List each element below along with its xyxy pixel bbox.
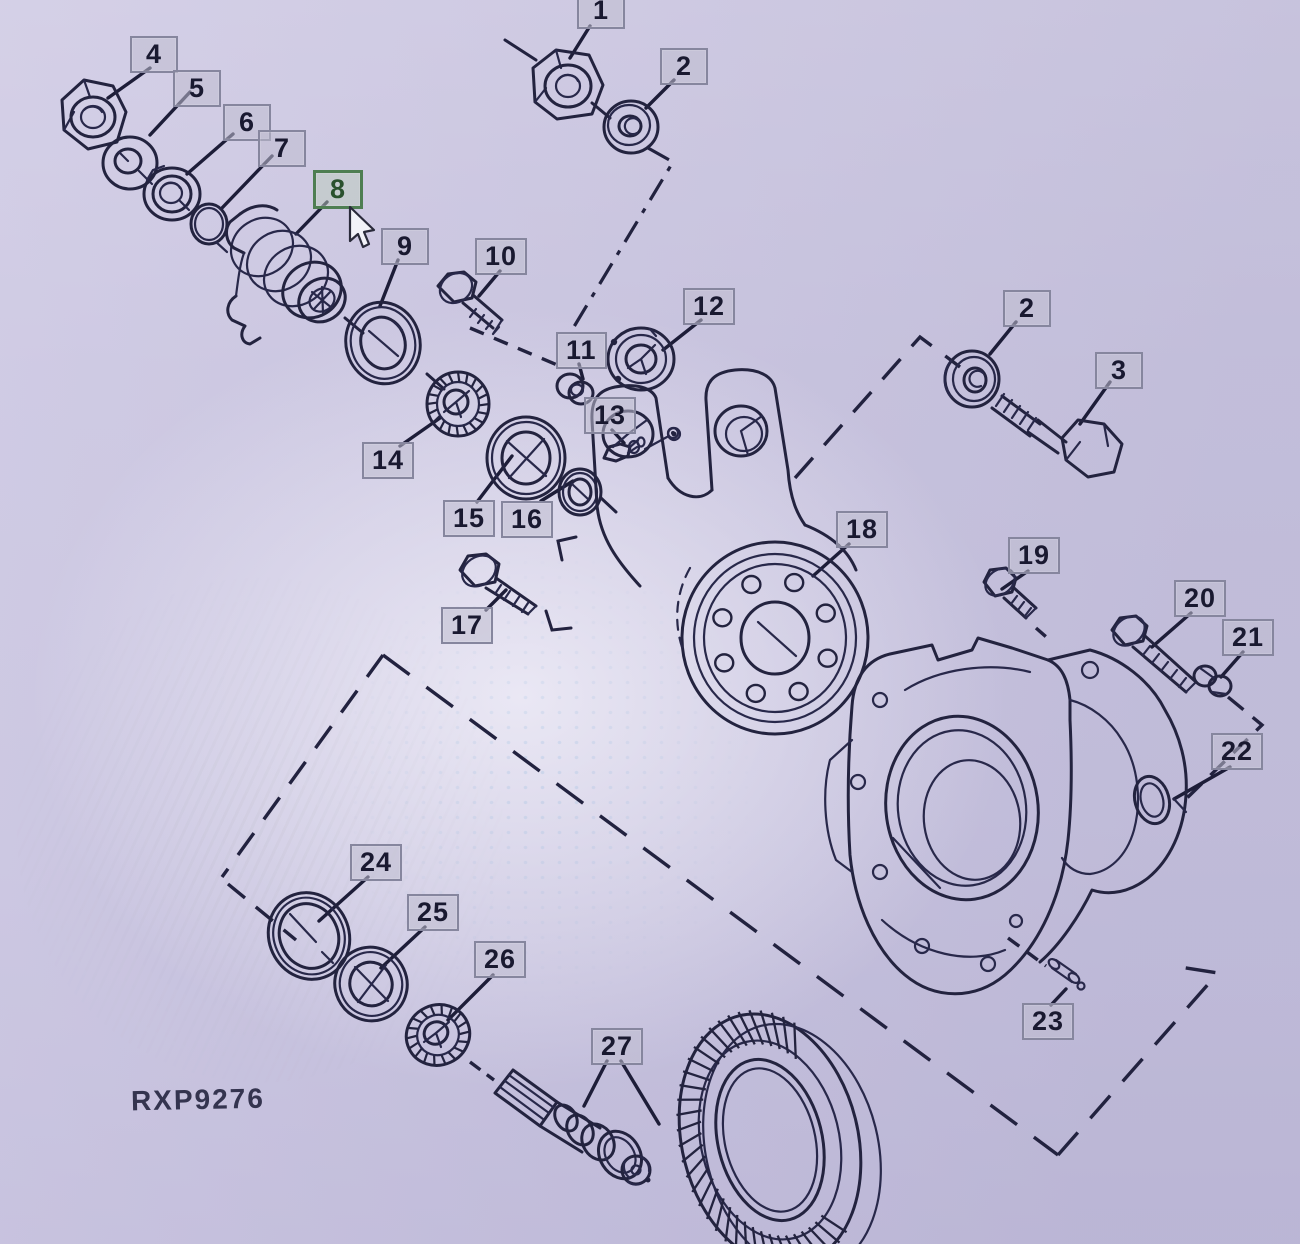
callout-1[interactable]: 1 (577, 0, 625, 29)
part-bearing-cone-14 (425, 370, 491, 438)
callout-18[interactable]: 18 (836, 511, 889, 548)
part-ring-24 (266, 891, 352, 981)
part-yoke-8 (225, 204, 347, 346)
part-bushing-11 (555, 372, 595, 406)
callout-14[interactable]: 14 (362, 442, 415, 479)
figure-code: RXP9276 (130, 1082, 266, 1117)
callout-2[interactable]: 2 (1003, 290, 1051, 327)
part-pinion-shaft-27 (493, 1068, 652, 1186)
callout-9[interactable]: 9 (381, 228, 429, 265)
part-diff-housing-22 (824, 636, 1188, 996)
callout-12[interactable]: 12 (683, 288, 736, 325)
part-bearing-cone-26 (404, 1003, 472, 1067)
part-plug-21 (1192, 664, 1233, 698)
part-locknut-6 (142, 164, 202, 222)
part-bearing-cup-15 (485, 415, 567, 501)
callout-24[interactable]: 24 (350, 844, 403, 881)
callout-11[interactable]: 11 (556, 332, 607, 369)
part-washer-2-upper (602, 99, 660, 155)
part-ring-7 (189, 202, 229, 254)
part-capscrew-20 (1110, 614, 1198, 694)
part-bearing-cup-12 (606, 326, 676, 392)
part-capscrew-10 (436, 270, 504, 336)
part-oil-seal-9 (344, 300, 422, 386)
callout-17[interactable]: 17 (441, 607, 494, 644)
callout-10[interactable]: 10 (475, 238, 528, 275)
callout-25[interactable]: 25 (407, 894, 460, 931)
callout-3[interactable]: 3 (1095, 352, 1143, 389)
callout-7[interactable]: 7 (258, 130, 306, 167)
part-nut-4 (60, 78, 128, 151)
callout-4[interactable]: 4 (130, 36, 178, 73)
callout-27[interactable]: 27 (591, 1028, 644, 1065)
mouse-cursor (348, 205, 376, 249)
part-ring-gear-27 (676, 1009, 882, 1244)
callout-19[interactable]: 19 (1008, 537, 1061, 574)
part-bearing-cup-25 (333, 945, 409, 1023)
part-capscrew-3 (990, 392, 1124, 479)
callout-15[interactable]: 15 (443, 500, 496, 537)
part-capscrew-19 (982, 566, 1038, 620)
part-nut-1 (531, 48, 605, 121)
callout-leader-lines (106, 24, 1245, 1126)
callout-13[interactable]: 13 (584, 397, 637, 434)
part-washer-5 (101, 135, 159, 191)
callout-2[interactable]: 2 (660, 48, 708, 85)
callout-23[interactable]: 23 (1022, 1003, 1075, 1040)
callout-5[interactable]: 5 (173, 70, 221, 107)
assembly-guide-lines (220, 146, 1265, 1157)
callout-20[interactable]: 20 (1174, 580, 1227, 617)
part-pinion-housing-18 (590, 368, 870, 736)
part-capscrew-17 (458, 552, 538, 616)
callout-26[interactable]: 26 (474, 941, 527, 978)
part-washer-2-right (943, 349, 1001, 409)
callout-8-highlighted[interactable]: 8 (313, 170, 363, 209)
callout-16[interactable]: 16 (501, 501, 554, 538)
callout-21[interactable]: 21 (1222, 619, 1275, 656)
part-pin-23 (1047, 957, 1086, 991)
callout-22[interactable]: 22 (1211, 733, 1264, 770)
